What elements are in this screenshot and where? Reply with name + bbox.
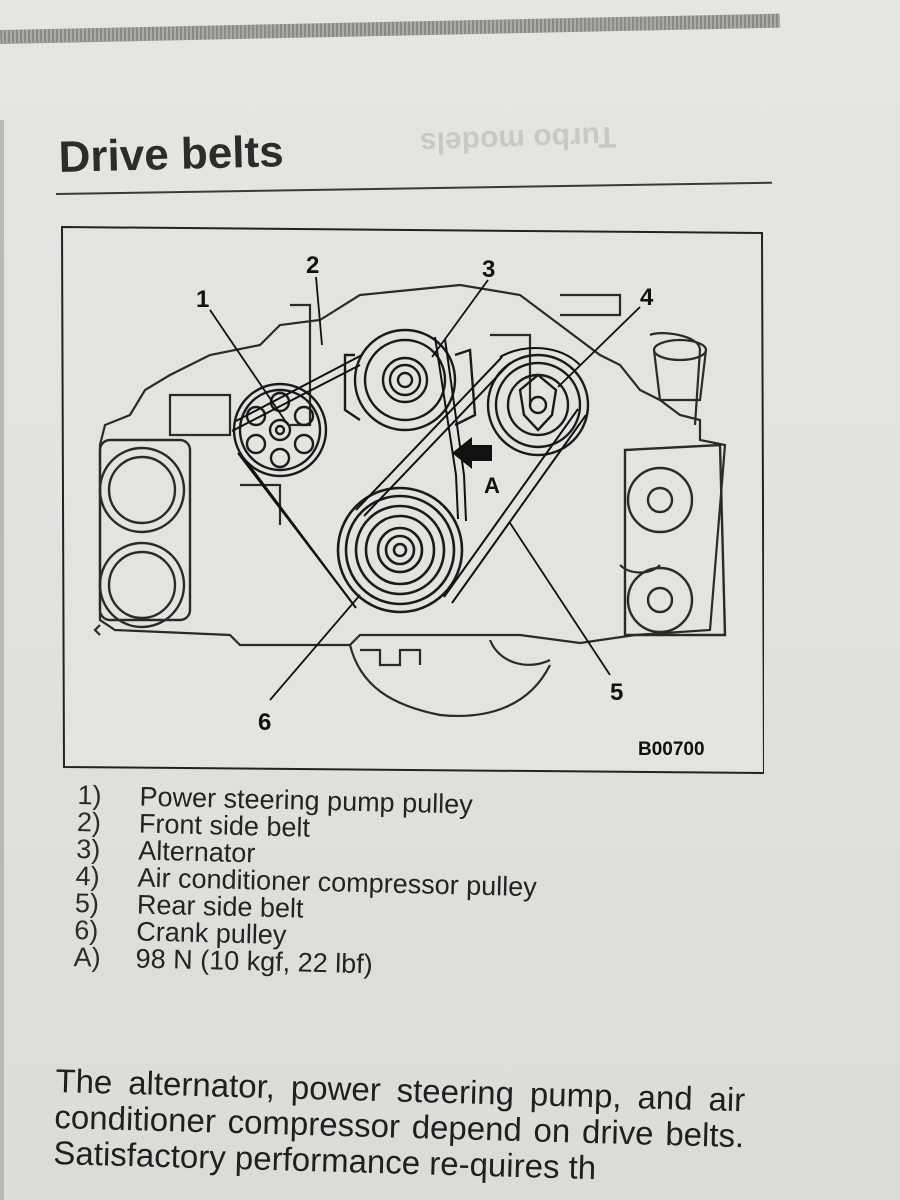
legend-text: 98 N (10 kgf, 22 lbf): [135, 943, 374, 980]
body-paragraph-block: The alternator, power steering pump, and…: [52, 1062, 746, 1190]
callout-leaders: [209, 276, 641, 701]
engine-right-bosses: [623, 443, 727, 637]
legend-key: A): [73, 941, 102, 973]
section-title: Drive belts: [58, 127, 285, 182]
rear-side-belt: [355, 347, 587, 604]
callout-3: 3: [482, 256, 495, 283]
page-top-rule: [0, 13, 781, 44]
callout-4: 4: [640, 284, 654, 311]
ac-compressor-pulley: [486, 353, 590, 457]
arrow-label-a: A: [484, 473, 500, 498]
callout-5: 5: [610, 679, 623, 706]
engine-outline: [93, 283, 727, 717]
callout-6: 6: [258, 709, 271, 736]
figure-code: B00700: [638, 739, 705, 760]
callout-1: 1: [196, 286, 209, 313]
body-paragraph: The alternator, power steering pump, and…: [52, 1062, 746, 1187]
figure-frame: [60, 225, 764, 775]
drive-belt-diagram: A 1 2 3 4 5 6 B00700: [60, 225, 764, 775]
front-side-belt: [231, 336, 467, 609]
legend: 1) Power steering pump pulley 2) Front s…: [73, 780, 717, 985]
title-underline: [56, 181, 772, 195]
tension-arrow: [452, 437, 492, 469]
callout-2: 2: [306, 252, 319, 279]
engine-left-bosses: [98, 438, 192, 629]
crank-pulley: [336, 486, 464, 614]
page-edge: [0, 120, 4, 1200]
bleed-through-text: Turbo models: [419, 119, 617, 160]
oil-filler-cap: [652, 338, 708, 402]
alternator-pulley: [343, 328, 477, 432]
